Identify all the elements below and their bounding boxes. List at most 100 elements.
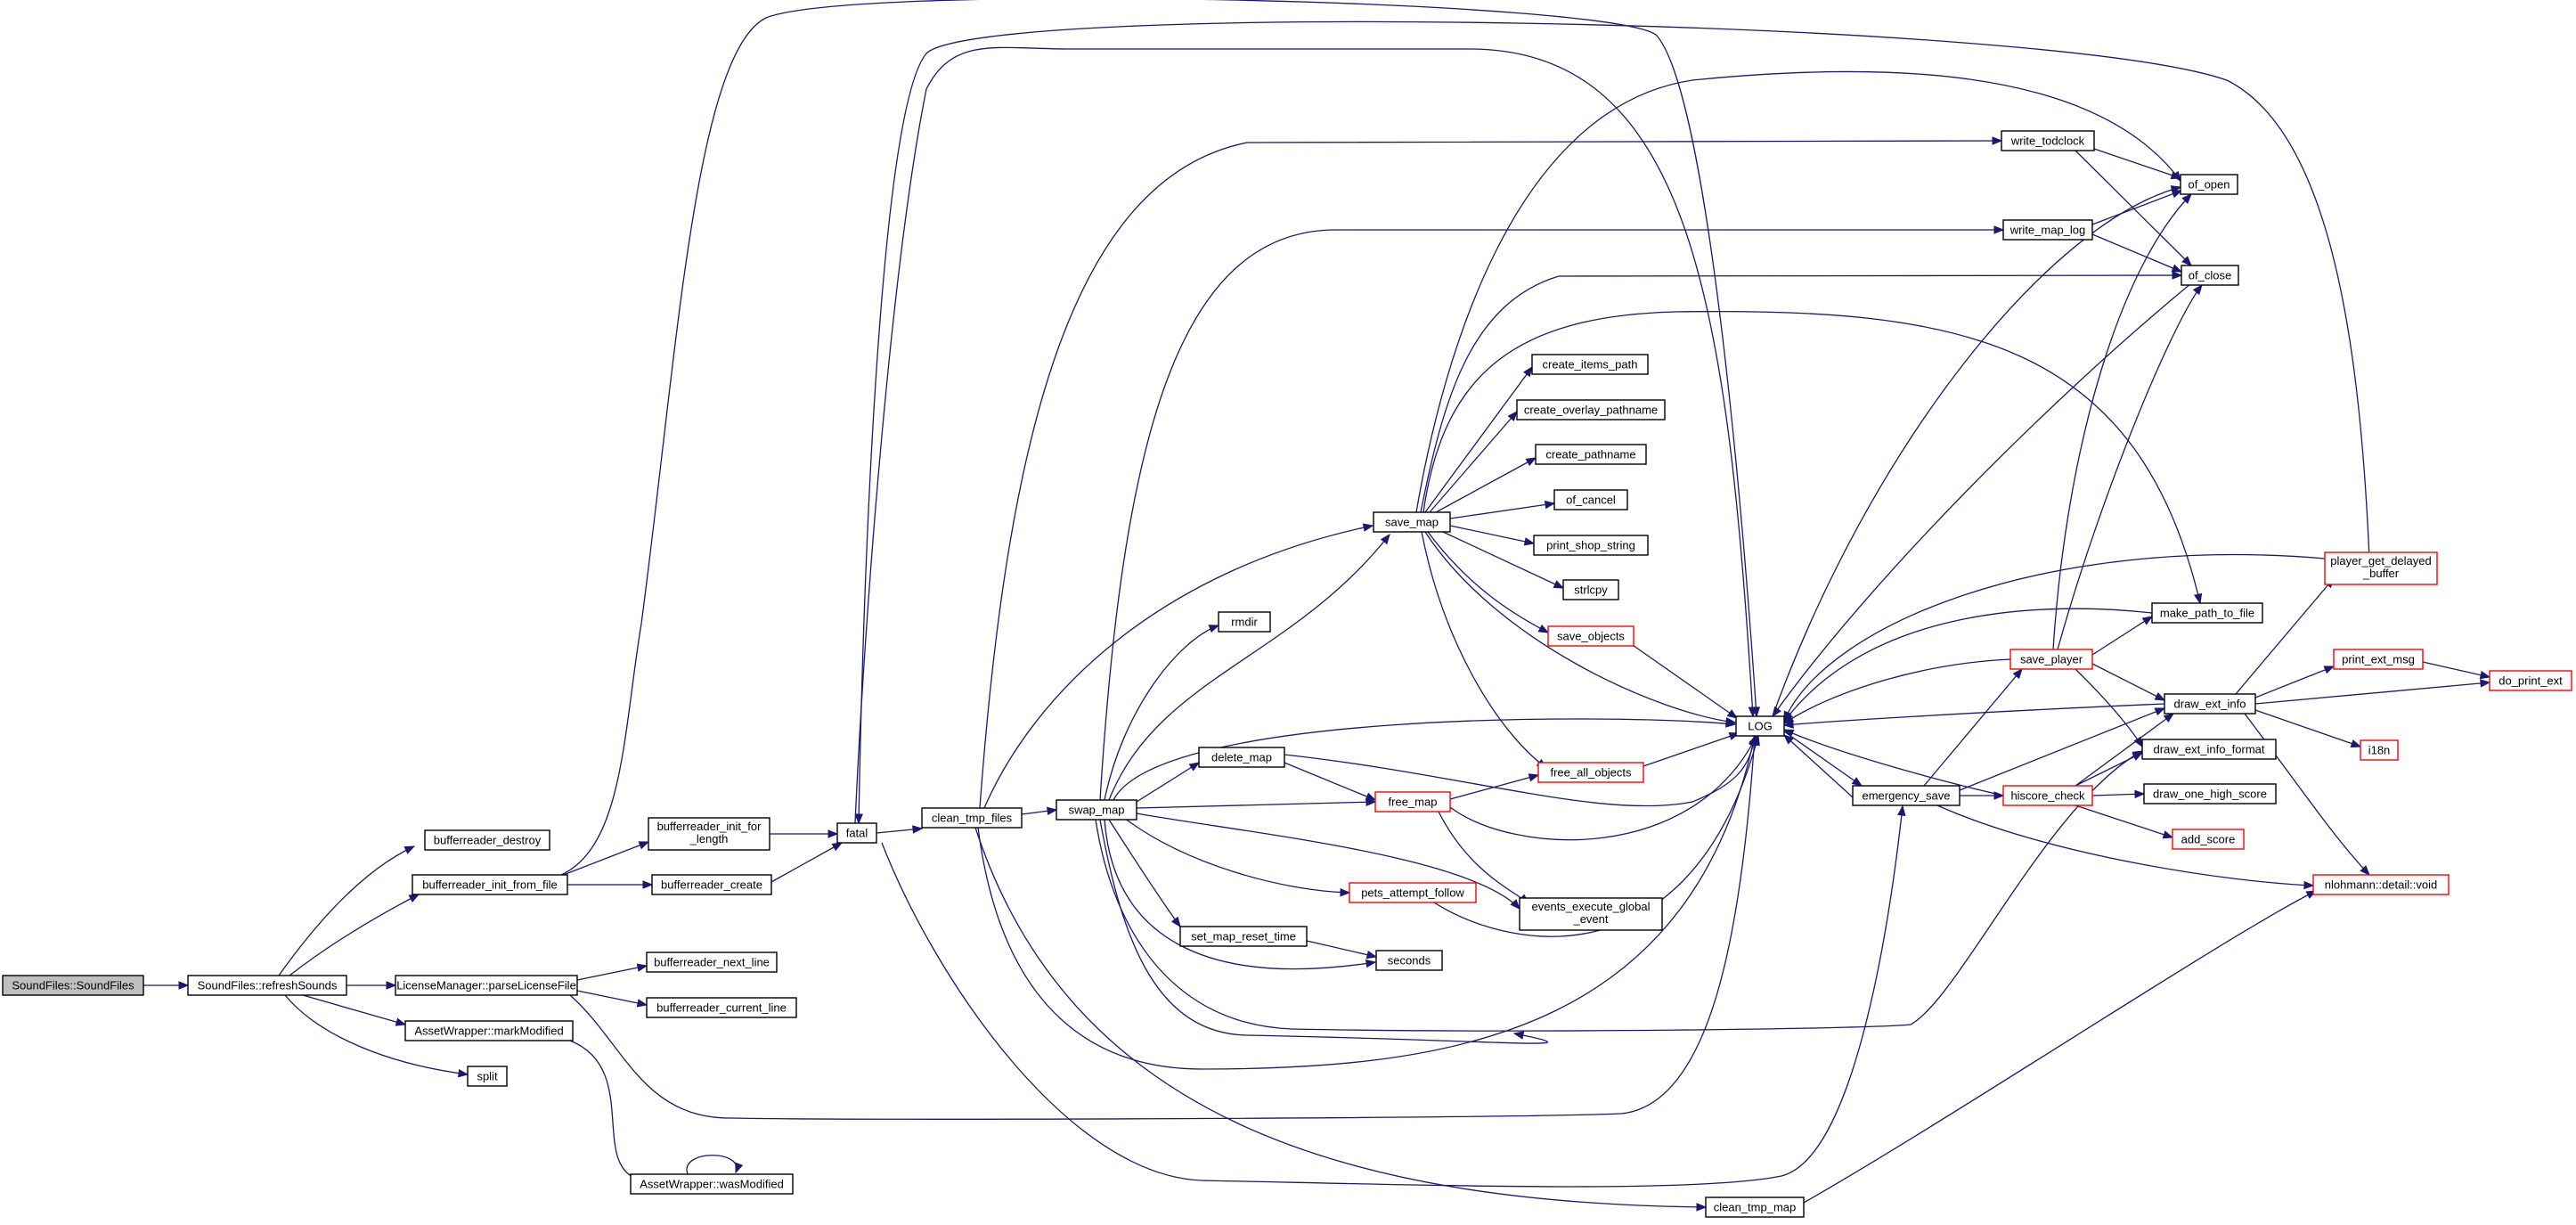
node-bufferreader-destroy[interactable]: bufferreader_destroy	[424, 829, 550, 851]
call-edge-emergency_save-to-save_player	[1923, 668, 2023, 787]
call-edge-player_get_delayed_buffer-to-LOG	[1783, 553, 2326, 722]
call-edge-save_map-to-create_overlay_pathname	[1429, 411, 1518, 513]
node-box	[2312, 874, 2450, 895]
node-label: rmdir	[1231, 616, 1258, 629]
node-draw-one-high-score[interactable]: draw_one_high_score	[2143, 783, 2277, 804]
node-bufferreader-create[interactable]: bufferreader_create	[651, 874, 772, 895]
node-box	[2151, 602, 2263, 624]
node-soundfiles-ctor[interactable]: SoundFiles::SoundFiles	[2, 975, 144, 996]
node-label: SoundFiles::refreshSounds	[198, 979, 338, 992]
node-nlohmann-void[interactable]: nlohmann::detail::void	[2312, 874, 2450, 895]
node-parseLicenseFile[interactable]: LicenseManager::parseLicenseFile	[395, 975, 578, 996]
node-save-player[interactable]: save_player	[2009, 649, 2093, 670]
node-box	[395, 975, 578, 996]
call-edge-refreshSounds-to-markModified	[302, 994, 406, 1025]
node-box	[2333, 649, 2424, 670]
node-box	[1056, 799, 1137, 821]
call-edge-draw_ext_info-to-player_get_delayed_buffer	[2235, 577, 2335, 695]
node-bufferreader-next-line[interactable]: bufferreader_next_line	[646, 951, 778, 973]
node-bufferreader-init-from-file[interactable]: bufferreader_init_from_file	[412, 874, 568, 895]
node-create-pathname[interactable]: create_pathname	[1535, 444, 1647, 465]
node-fatal[interactable]: fatal	[836, 822, 877, 844]
node-rmdir[interactable]: rmdir	[1218, 611, 1271, 633]
arrowhead-icon	[1751, 734, 1760, 747]
node-label: hiscore_check	[2010, 789, 2085, 803]
node-label: bufferreader_create	[661, 878, 762, 892]
arrowhead-icon	[1897, 804, 1906, 816]
node-label: fatal	[846, 827, 868, 840]
node-split[interactable]: split	[467, 1066, 508, 1087]
call-edge-of_close-to-LOG	[1772, 282, 2192, 717]
call-edge-bufferreader_init_from_file-to-LOG	[560, 0, 1757, 876]
node-clean-tmp-files[interactable]: clean_tmp_files	[921, 807, 1023, 829]
node-create-overlay-pathname[interactable]: create_overlay_pathname	[1516, 399, 1666, 421]
node-do-print-ext[interactable]: do_print_ext	[2489, 670, 2572, 691]
node-hiscore-check[interactable]: hiscore_check	[2002, 785, 2093, 806]
node-box	[424, 829, 550, 851]
arrowhead-icon	[1340, 887, 1351, 897]
node-box	[1374, 791, 1451, 813]
node-box	[1705, 1196, 1805, 1218]
call-edge-emergency_save-to-nlohmann_void	[1936, 804, 2314, 886]
node-bufferreader-init-for-length[interactable]: bufferreader_init_for_length	[648, 817, 770, 851]
node-markModified[interactable]: AssetWrapper::markModified	[404, 1020, 574, 1041]
node-of-open[interactable]: of_open	[2180, 174, 2238, 195]
node-draw-ext-info-format[interactable]: draw_ext_info_format	[2141, 739, 2277, 760]
node-emergency-save[interactable]: emergency_save	[1852, 785, 1961, 806]
node-box	[646, 951, 778, 973]
node-write-todclock[interactable]: write_todclock	[2001, 130, 2095, 151]
node-i18n[interactable]: i18n	[2360, 739, 2399, 761]
node-refreshSounds[interactable]: SoundFiles::refreshSounds	[187, 975, 347, 996]
node-free-map[interactable]: free_map	[1374, 791, 1451, 813]
arrowhead-icon	[2192, 283, 2203, 296]
arrowhead-icon	[2141, 616, 2154, 625]
node-pets-attempt-follow[interactable]: pets_attempt_follow	[1349, 882, 1477, 903]
node-of-cancel[interactable]: of_cancel	[1553, 489, 1628, 510]
arrowhead-icon	[2134, 789, 2146, 799]
node-strlcpy[interactable]: strlcpy	[1562, 579, 1619, 600]
call-edge-swap_map-to-draw_ext_info_format	[1095, 750, 2143, 1032]
node-box	[1516, 399, 1666, 421]
node-print-shop-string[interactable]: print_shop_string	[1533, 535, 1649, 556]
node-bufferreader-current-line[interactable]: bufferreader_current_line	[646, 997, 797, 1018]
node-create-items-path[interactable]: create_items_path	[1531, 354, 1649, 375]
arrowhead-icon	[1783, 734, 1794, 745]
node-box	[2, 975, 144, 996]
node-print-ext-msg[interactable]: print_ext_msg	[2333, 649, 2424, 670]
node-box	[2141, 739, 2277, 760]
node-write-map-log[interactable]: write_map_log	[2002, 219, 2093, 241]
call-edge-draw_ext_info-to-i18n	[2254, 709, 2361, 747]
call-edge-save_map-to-of_close	[1420, 274, 2182, 513]
call-edge-hiscore_check-to-draw_ext_info_format	[2075, 752, 2143, 787]
node-seconds[interactable]: seconds	[1375, 950, 1443, 971]
arrowhead-icon	[1507, 410, 1518, 422]
arrowhead-icon	[2181, 193, 2192, 204]
node-box	[2180, 174, 2238, 195]
node-clean-tmp-map[interactable]: clean_tmp_map	[1705, 1196, 1805, 1218]
node-save-objects[interactable]: save_objects	[1547, 625, 1634, 647]
arrowhead-icon	[1696, 1203, 1708, 1212]
node-set-map-reset-time[interactable]: set_map_reset_time	[1179, 926, 1308, 947]
node-events-execute-global-event[interactable]: events_execute_global_event	[1519, 897, 1663, 931]
node-delete-map[interactable]: delete_map	[1198, 747, 1285, 768]
node-player-get-delayed-buffer[interactable]: player_get_delayed_buffer	[2324, 551, 2438, 585]
node-box	[2002, 219, 2093, 241]
arrowhead-icon	[2350, 739, 2362, 748]
node-save-map[interactable]: save_map	[1373, 511, 1451, 533]
node-LOG[interactable]: LOG	[1735, 715, 1785, 737]
node-make-path-to-file[interactable]: make_path_to_file	[2151, 602, 2263, 624]
node-swap-map[interactable]: swap_map	[1056, 799, 1137, 821]
node-of-close[interactable]: of_close	[2181, 265, 2239, 286]
call-edge-fatal-to-LOG	[854, 46, 1754, 824]
call-edge-free_map-to-free_all_objects	[1449, 774, 1539, 800]
arrowhead-icon	[1512, 1031, 1525, 1040]
node-add-score[interactable]: add_score	[2172, 829, 2245, 850]
node-wasModified[interactable]: AssetWrapper::wasModified	[630, 1173, 794, 1195]
node-free-all-objects[interactable]: free_all_objects	[1537, 762, 1644, 783]
node-label: of_cancel	[1566, 494, 1616, 507]
node-label: set_map_reset_time	[1191, 930, 1296, 943]
node-draw-ext-info[interactable]: draw_ext_info	[2164, 693, 2256, 715]
node-label: i18n	[2368, 744, 2391, 757]
arrowhead-icon	[1208, 625, 1220, 633]
node-label: AssetWrapper::wasModified	[640, 1178, 784, 1191]
